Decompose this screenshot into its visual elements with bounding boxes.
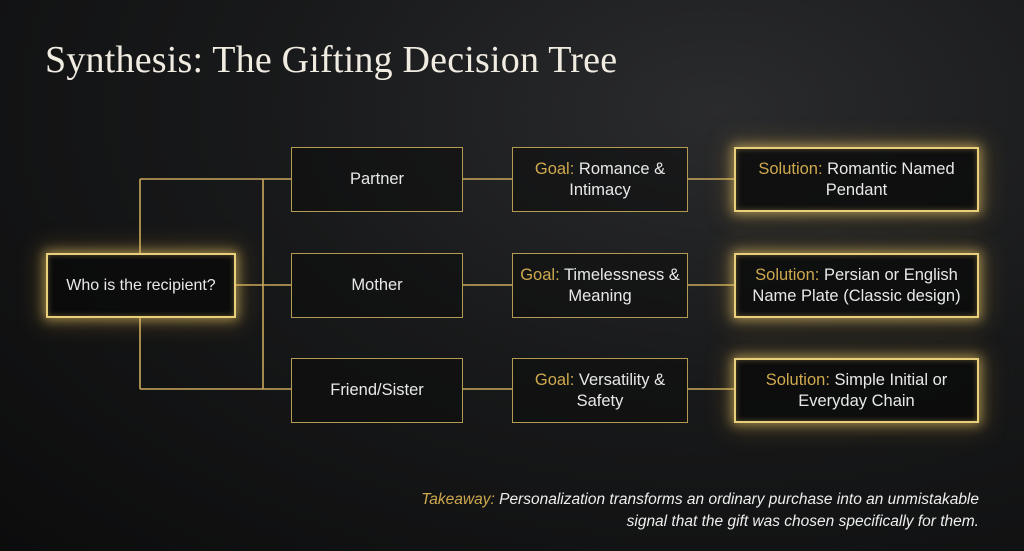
solution-value: Romantic Named Pendant bbox=[822, 159, 955, 199]
goal-prefix: Goal: bbox=[534, 159, 575, 178]
solution-value: Persian or English Name Plate (Classic d… bbox=[752, 265, 961, 305]
goal-text: Goal: Romance & Intimacy bbox=[513, 159, 687, 201]
recipient-label: Friend/Sister bbox=[330, 381, 424, 399]
solution-prefix: Solution: bbox=[765, 370, 830, 389]
goal-value: Romance & Intimacy bbox=[569, 159, 666, 199]
recipient-node-friend-sister: Friend/Sister bbox=[291, 358, 463, 423]
goal-node-mother: Goal: Timelessness & Meaning bbox=[512, 253, 688, 318]
goal-node-friend-sister: Goal: Versatility & Safety bbox=[512, 358, 688, 423]
solution-node-partner: Solution: Romantic Named Pendant bbox=[734, 147, 979, 212]
page-title: Synthesis: The Gifting Decision Tree bbox=[45, 39, 618, 81]
goal-text: Goal: Versatility & Safety bbox=[513, 370, 687, 412]
solution-text: Solution: Persian or English Name Plate … bbox=[736, 265, 977, 307]
goal-value: Versatility & Safety bbox=[574, 370, 666, 410]
root-question-node: Who is the recipient? bbox=[46, 253, 236, 318]
solution-text: Solution: Simple Initial or Everyday Cha… bbox=[736, 370, 977, 412]
goal-text: Goal: Timelessness & Meaning bbox=[513, 265, 687, 307]
solution-prefix: Solution: bbox=[758, 159, 823, 178]
goal-prefix: Goal: bbox=[520, 265, 560, 284]
recipient-label: Partner bbox=[349, 170, 405, 188]
takeaway-text: Personalization transforms an ordinary p… bbox=[494, 491, 979, 530]
solution-text: Solution: Romantic Named Pendant bbox=[736, 159, 977, 201]
solution-prefix: Solution: bbox=[755, 265, 820, 284]
goal-node-partner: Goal: Romance & Intimacy bbox=[512, 147, 688, 212]
takeaway-note: Takeaway: Personalization transforms an … bbox=[419, 489, 979, 533]
recipient-node-partner: Partner bbox=[291, 147, 463, 212]
goal-value: Timelessness & Meaning bbox=[559, 265, 680, 305]
root-question-label: Who is the recipient? bbox=[66, 277, 216, 294]
recipient-label: Mother bbox=[351, 276, 403, 294]
solution-node-mother: Solution: Persian or English Name Plate … bbox=[734, 253, 979, 318]
goal-prefix: Goal: bbox=[534, 370, 575, 389]
solution-value: Simple Initial or Everyday Chain bbox=[798, 370, 948, 410]
solution-node-friend-sister: Solution: Simple Initial or Everyday Cha… bbox=[734, 358, 979, 423]
takeaway-prefix: Takeaway: bbox=[421, 491, 495, 508]
recipient-node-mother: Mother bbox=[291, 253, 463, 318]
